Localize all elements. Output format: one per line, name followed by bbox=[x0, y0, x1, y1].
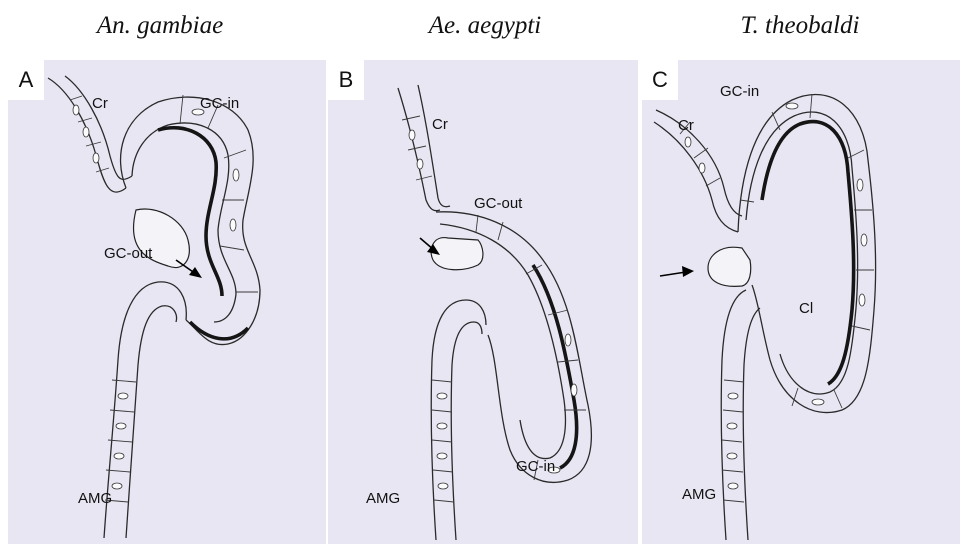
title-ae-aegypti: Ae. aegypti bbox=[429, 12, 541, 40]
label-gc-in: GC-in bbox=[516, 458, 555, 475]
panel-a-drawing bbox=[8, 60, 326, 544]
panel-a: A Cr GC-in GC-out AMG bbox=[8, 60, 326, 544]
label-cr: Cr bbox=[678, 117, 694, 134]
label-gc-out: GC-out bbox=[474, 195, 522, 212]
label-amg: AMG bbox=[366, 490, 400, 507]
panel-c-crop bbox=[654, 110, 742, 232]
label-gc-in: GC-in bbox=[720, 83, 759, 100]
panel-b-midgut bbox=[431, 300, 486, 540]
label-amg: AMG bbox=[78, 490, 112, 507]
label-gc-in: GC-in bbox=[200, 95, 239, 112]
title-t-theobaldi: T. theobaldi bbox=[741, 12, 860, 40]
panel-a-cells bbox=[70, 95, 258, 502]
panel-b-cells bbox=[402, 116, 586, 502]
label-amg: AMG bbox=[682, 486, 716, 503]
title-an-gambiae: An. gambiae bbox=[97, 12, 223, 40]
panel-c-midgut bbox=[721, 290, 760, 540]
panel-c-arrow bbox=[660, 266, 694, 277]
panel-a-letter: A bbox=[8, 60, 44, 100]
panel-a-arrow bbox=[176, 260, 202, 278]
panel-a-gastric-caecum bbox=[121, 97, 260, 345]
panel-c-letter: C bbox=[642, 60, 678, 100]
panel-c-gastric-caecum bbox=[708, 95, 876, 413]
label-cl: Cl bbox=[799, 300, 813, 317]
panel-b-crop bbox=[398, 85, 450, 211]
panel-b-drawing bbox=[328, 60, 638, 544]
panel-a-midgut bbox=[104, 282, 248, 538]
label-gc-out: GC-out bbox=[104, 245, 152, 262]
panel-b-gastric-caecum bbox=[431, 212, 591, 483]
panel-b-letter: B bbox=[328, 60, 364, 100]
panel-c: C Cr GC-in Cl AMG bbox=[642, 60, 960, 544]
panel-b: B Cr GC-out GC-in AMG bbox=[328, 60, 638, 544]
label-cr: Cr bbox=[92, 95, 108, 112]
panel-a-crop bbox=[48, 76, 132, 192]
label-cr: Cr bbox=[432, 116, 448, 133]
